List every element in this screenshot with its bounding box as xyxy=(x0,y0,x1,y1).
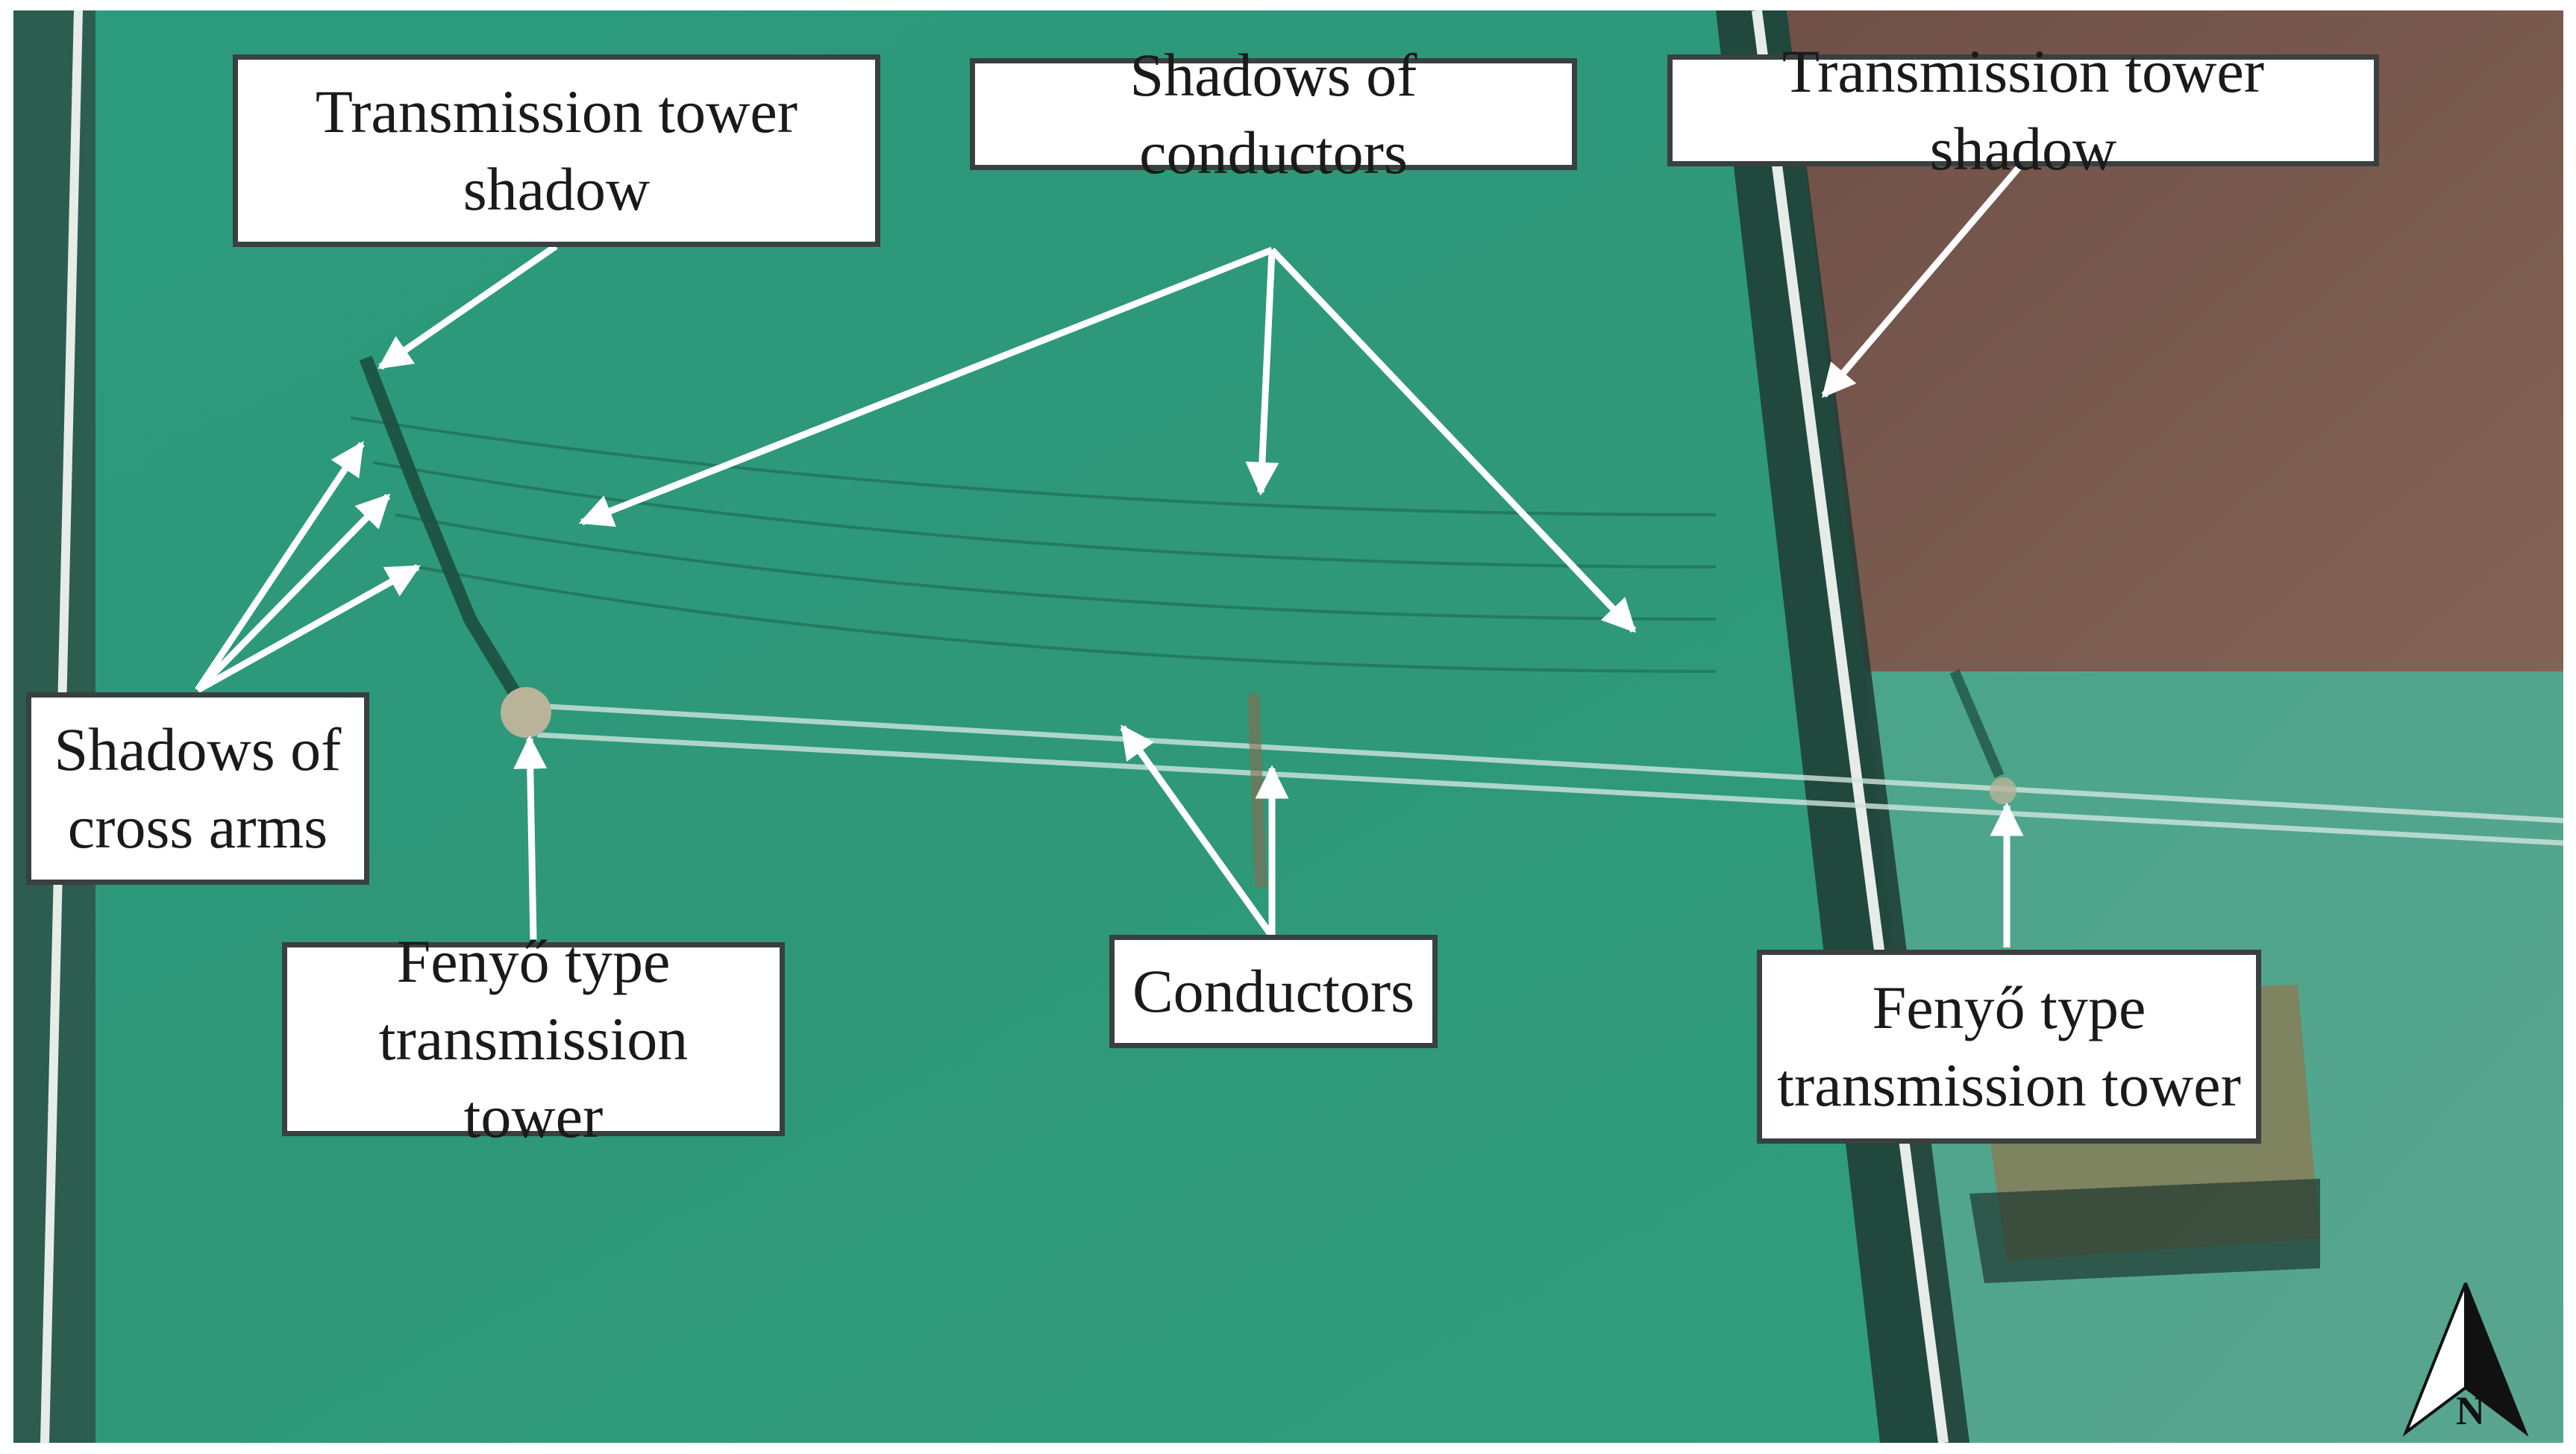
label-tower-shadow-right: Transmission tower shadow xyxy=(1667,37,2379,183)
plot-shadow xyxy=(1969,1179,2320,1283)
label-tower-shadow-left: Transmission tower shadow xyxy=(233,54,880,247)
label-fenyo-tower-left: Fenyő type transmission tower xyxy=(282,927,785,1150)
left-tower-base xyxy=(501,687,551,738)
north-letter: N xyxy=(2456,1388,2485,1433)
conductor-lines xyxy=(521,702,2564,846)
field-marker xyxy=(1247,693,1267,889)
label-fenyo-tower-right: Fenyő type transmission tower xyxy=(1757,950,2261,1144)
right-tower-base xyxy=(1990,777,2016,804)
right-road xyxy=(1752,10,1949,1444)
north-arrow-icon xyxy=(2402,1282,2529,1437)
brown-field xyxy=(1787,10,2563,671)
label-conductors: Conductors xyxy=(1109,935,1438,1048)
right-tower-shadow xyxy=(1949,669,2005,778)
annotation-arrows xyxy=(195,162,2025,947)
label-shadows-of-conductors: Shadows of conductors xyxy=(970,41,1577,187)
label-shadows-of-cross-arms: Shadows of cross arms xyxy=(26,692,369,885)
left-tower-shadow xyxy=(359,355,528,709)
conductor-shadows xyxy=(350,416,1717,673)
